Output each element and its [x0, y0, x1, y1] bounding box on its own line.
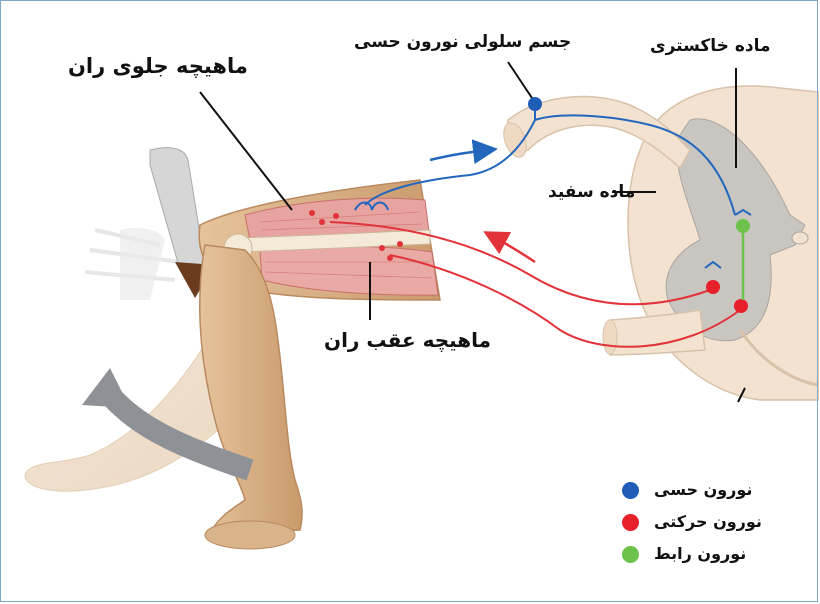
gray-matter-label: ماده خاکستری: [650, 36, 771, 56]
dorsal-root: [506, 95, 691, 170]
sensory-cell-body-label: جسم سلولی نورون حسی: [354, 32, 572, 52]
interneuron-body: [736, 219, 750, 233]
legend-sensory-label: نورون حسی: [654, 480, 753, 499]
legend-interneuron-swatch: [622, 546, 639, 563]
nerve-endings: [309, 210, 403, 261]
ventral-root-tube: [609, 309, 706, 356]
sensory-direction-arrow: [429, 139, 498, 165]
motor-neurons: [329, 221, 741, 348]
legend-sensory-swatch: [622, 482, 639, 499]
hamstring-label: ماهیچه عقب ران: [324, 328, 492, 352]
ventral-root: [738, 329, 819, 387]
motor-neuron-body-2: [734, 299, 748, 313]
sensory-cell-body: [528, 97, 542, 111]
reflex-hammer: [120, 147, 215, 300]
quadriceps-label: ماهیچه جلوی ران: [68, 54, 248, 78]
motor-neuron-body-1: [706, 280, 720, 294]
legend-motor-swatch: [622, 514, 639, 531]
legend-motor-label: نورون حرکتی: [654, 512, 762, 531]
ventral-pointer: [737, 387, 746, 403]
white-matter-label: ماده سفید: [548, 182, 636, 202]
gray-matter: [665, 118, 806, 342]
leader-lines: [199, 61, 737, 320]
motor-direction-arrow: [483, 231, 536, 264]
femur: [237, 229, 431, 253]
central-canal: [791, 231, 809, 245]
legend-interneuron-label: نورون رابط: [654, 544, 747, 563]
